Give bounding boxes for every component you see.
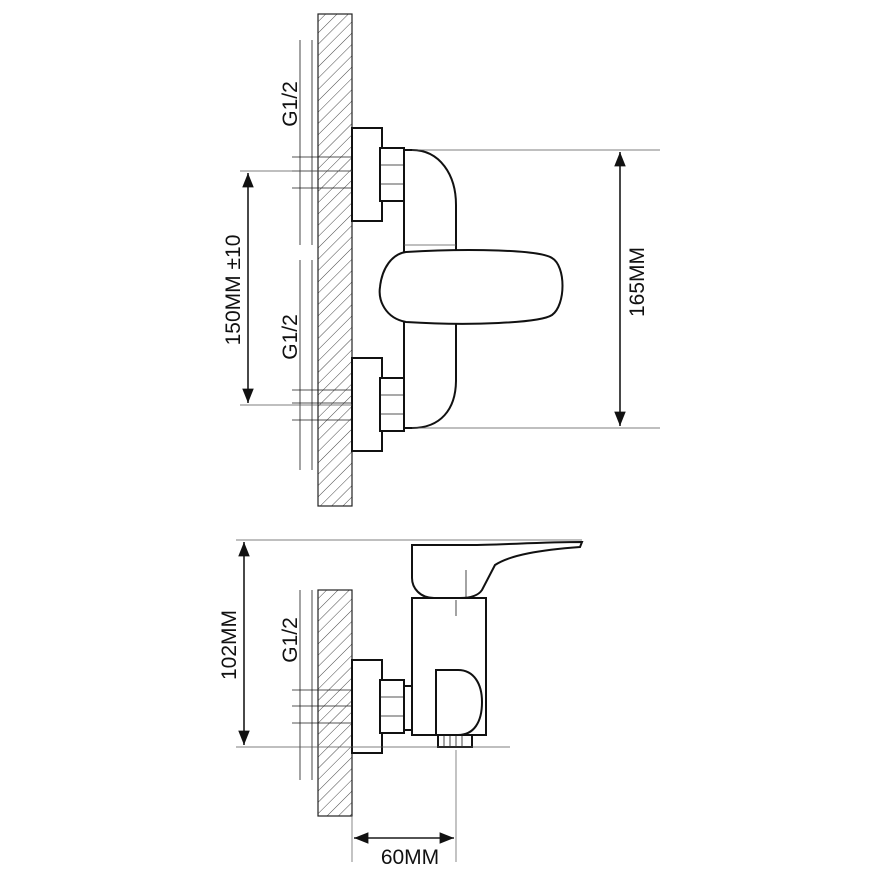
dimension-150 xyxy=(240,170,352,406)
lever-handle-front xyxy=(378,249,564,325)
side-view: 102MM G1/2 60MM xyxy=(218,539,584,869)
flange-top xyxy=(351,127,383,222)
lever-handle-side xyxy=(411,540,584,599)
nut-side xyxy=(379,679,405,734)
front-view: 165MM 150MM ±10 G1/2 G1/2 xyxy=(222,13,660,507)
bottom-inlet-lines xyxy=(292,260,352,470)
dimension-102 xyxy=(236,539,582,748)
side-inlet-lines xyxy=(292,590,352,780)
dimension-60 xyxy=(351,750,457,862)
wall-section-side xyxy=(317,589,353,817)
thread-label-middle: G1/2 xyxy=(279,314,302,360)
thread-label-side: G1/2 xyxy=(279,617,302,663)
depth-dimension-label: 102MM xyxy=(218,610,241,680)
spacing-dimension-label: 150MM ±10 xyxy=(222,235,245,346)
flange-side xyxy=(351,659,383,754)
height-dimension-label: 165MM xyxy=(626,247,649,317)
nut-bottom xyxy=(379,377,405,432)
nut-top xyxy=(379,147,405,202)
wall-section-front xyxy=(317,13,353,507)
outlet-thread xyxy=(437,734,473,748)
flange-bottom xyxy=(351,357,383,452)
projection-dimension-label: 60MM xyxy=(381,846,439,869)
dimension-165 xyxy=(412,149,660,429)
outlet-cap-side xyxy=(435,669,484,736)
thread-label-top: G1/2 xyxy=(279,81,302,127)
